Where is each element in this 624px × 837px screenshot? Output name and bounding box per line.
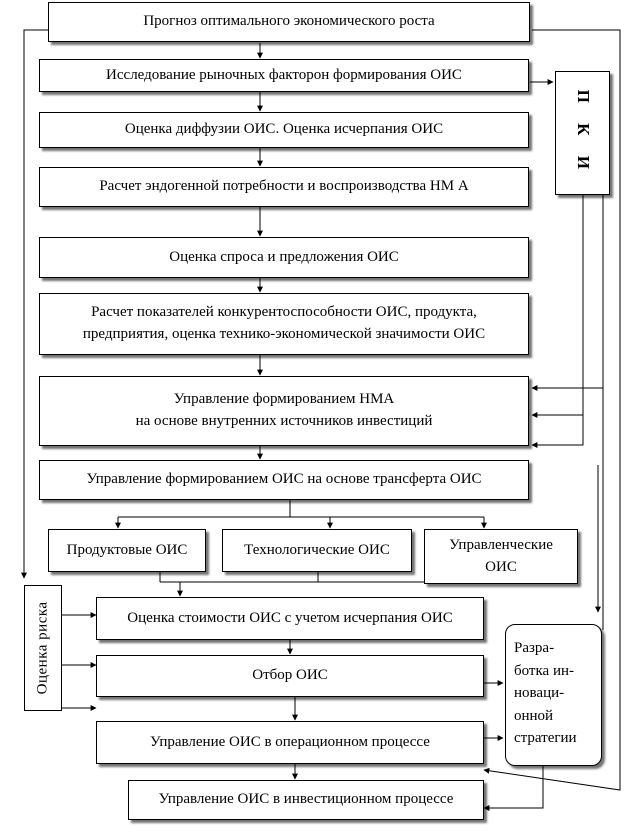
box-investment-process: Управление ОИС в инвестиционном процессе	[128, 780, 484, 820]
box-competitiveness: Расчет показателей конкурентоспособности…	[39, 293, 529, 355]
box-risk-assessment: Оценка риска	[24, 585, 62, 711]
box-ois-selection: Отбор ОИС	[96, 655, 484, 697]
strategy-line: новаци-	[514, 685, 565, 701]
box-supply-demand: Оценка спроса и предложения ОИС	[39, 237, 529, 278]
box-innovation-strategy: Разра-ботка ин-новаци-онной стратегии	[505, 624, 602, 766]
box-technological-ois: Технологические ОИС	[222, 529, 412, 572]
box-growth-forecast: Прогноз оптимального экономического рост…	[48, 2, 530, 42]
box-diffusion: Оценка диффузии ОИС. Оценка исчерпания О…	[39, 112, 529, 148]
box-transfer: Управление формированием ОИС на основе т…	[39, 460, 529, 500]
box-operational-process: Управление ОИС в операционном процессе	[96, 721, 484, 764]
box-endogenous-need: Расчет эндогенной потребности и воспроиз…	[39, 167, 529, 207]
box-internal-investments: Управление формированием НМА на основе в…	[39, 376, 529, 446]
box-value-assessment: Оценка стоимости ОИС с учетом исчерпания…	[96, 597, 484, 640]
strategy-line: Разра-	[514, 640, 555, 656]
strategy-line: онной	[514, 707, 554, 724]
strategy-text: Разра-ботка ин-новаци-онной стратегии	[514, 637, 577, 750]
box-pki: П К И	[555, 71, 610, 195]
box-market-factors: Исследование рыночных факторон формирова…	[39, 59, 529, 92]
strategy-line: ботка ин-	[514, 662, 575, 679]
box-product-ois: Продуктовые ОИС	[48, 529, 206, 572]
box-managerial-ois: Управленческие ОИС	[424, 529, 578, 584]
strategy-line: стратегии	[514, 730, 577, 746]
